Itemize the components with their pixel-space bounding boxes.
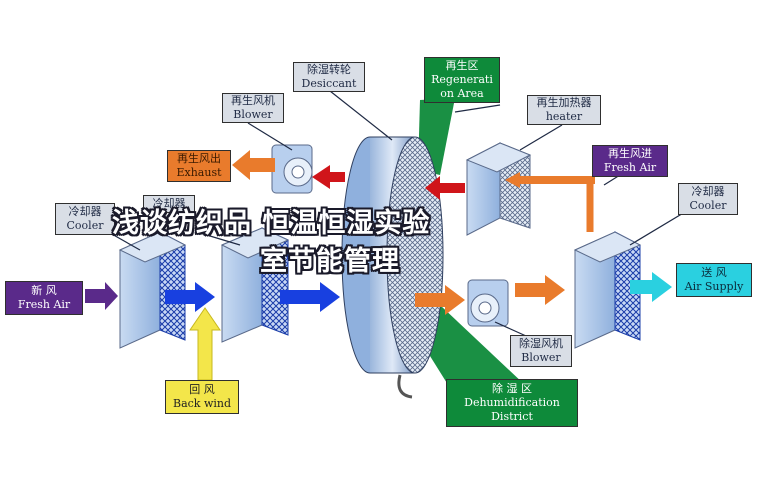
desiccant-en: Desiccant [301, 77, 357, 90]
article-title-overlay: 浅谈纺织品 恒温恒湿实验 室节能管理 [112, 205, 652, 281]
label-dehum-blower: 除湿风机 Blower [510, 335, 572, 367]
dehum-blower-en: Blower [521, 351, 561, 364]
label-cooler-left: 冷却器 Cooler [55, 203, 115, 235]
cooler-mid-unit [220, 227, 290, 343]
label-air-supply: 送 风 Air Supply [676, 263, 752, 297]
regen-heater-en: heater [545, 110, 583, 123]
red-arrows [312, 165, 465, 200]
regen-blower-en: Blower [233, 108, 273, 121]
regen-heater-unit [465, 142, 532, 236]
air-supply-en: Air Supply [684, 280, 744, 293]
regen-area-zh: 再生区 [445, 59, 479, 72]
dehum-district-en1: Dehumidification [464, 396, 560, 409]
cooler-mid-zh: 冷却器 [152, 197, 186, 210]
label-back-wind: 回 风 Back wind [165, 380, 239, 414]
label-dehum-district: 除 湿 区 Dehumidification District [446, 379, 578, 427]
label-desiccant: 除湿转轮 Desiccant [293, 62, 365, 92]
label-cooler-mid: 冷却器 [143, 195, 195, 213]
dehum-blower-zh: 除湿风机 [519, 337, 563, 350]
back-wind-arrow [189, 307, 221, 381]
label-cooler-right: 冷却器 Cooler [678, 183, 738, 215]
label-regen-blower: 再生风机 Blower [222, 93, 284, 123]
wheel-rotation-arrow [397, 374, 413, 399]
label-regen-heater: 再生加热器 heater [527, 95, 601, 125]
regen-heater-zh: 再生加热器 [536, 96, 592, 109]
fresh-air-zh: 新 风 [31, 284, 57, 297]
caption-line-1: 浅谈纺织品 恒温恒湿实验 [112, 208, 431, 239]
exhaust-zh: 再生风出 [177, 152, 221, 165]
cooler-right-zh: 冷却器 [691, 185, 725, 198]
desiccant-zh: 除湿转轮 [307, 63, 351, 76]
cooler-right-en: Cooler [689, 199, 727, 212]
regen-fresh-air-en: Fresh Air [603, 161, 657, 174]
cooler-left-unit [118, 231, 187, 349]
cooler-left-en: Cooler [66, 219, 104, 232]
regen-fresh-air-arrow [505, 172, 595, 232]
desiccant-wheel [341, 136, 444, 374]
fresh-air-en: Fresh Air [17, 298, 71, 311]
fresh-air-arrow [85, 282, 118, 310]
regen-blower-unit [271, 144, 313, 194]
blue-arrow-2 [280, 282, 340, 312]
label-fresh-air: 新 风 Fresh Air [5, 281, 83, 315]
dehum-district-zh: 除 湿 区 [492, 382, 532, 395]
label-regeneration-area: 再生区 Regenerati on Area [424, 57, 500, 103]
dehum-blower-unit [467, 279, 509, 327]
label-regen-fresh-air: 再生风进 Fresh Air [592, 145, 668, 177]
orange-arrow-out [415, 275, 565, 315]
back-wind-zh: 回 风 [189, 383, 215, 396]
dehum-district-en2: District [491, 410, 533, 423]
regen-blower-zh: 再生风机 [231, 94, 275, 107]
back-wind-en: Back wind [172, 397, 232, 410]
regen-area-en1: Regenerati [431, 73, 493, 86]
blue-arrow-1 [165, 282, 215, 312]
cooler-right-unit [573, 231, 642, 349]
regen-area-en2: on Area [440, 87, 484, 100]
exhaust-en: Exhaust [176, 166, 222, 179]
exhaust-arrow [232, 150, 275, 180]
regen-fresh-air-zh: 再生风进 [608, 147, 652, 160]
cooler-left-zh: 冷却器 [68, 205, 102, 218]
caption-line-2: 室节能管理 [260, 246, 400, 277]
air-supply-zh: 送 风 [701, 266, 727, 279]
label-exhaust: 再生风出 Exhaust [167, 150, 231, 182]
supply-air-arrow [630, 272, 672, 302]
